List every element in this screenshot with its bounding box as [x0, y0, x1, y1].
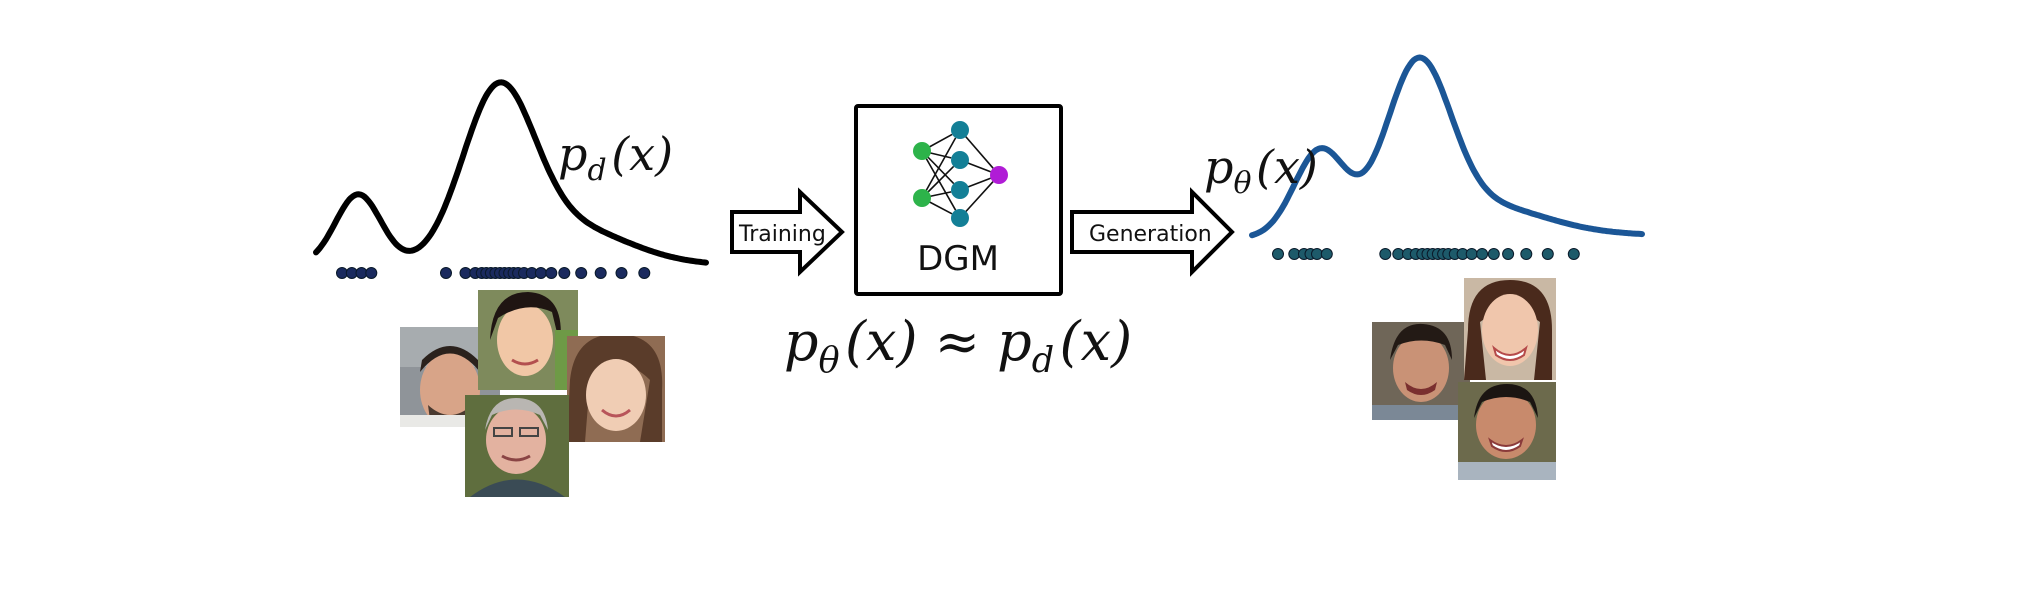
model-sample-point: [1465, 248, 1478, 260]
data-sample-point: [594, 267, 607, 279]
nn-hidden-node: [951, 151, 969, 169]
data-sample-point: [558, 267, 571, 279]
ptheta-label: pθ (x): [1204, 140, 1318, 201]
model-sample-point: [1476, 248, 1489, 260]
model-distribution-panel: pθ (x): [1204, 54, 1645, 260]
face-photo-icon: [1464, 278, 1556, 380]
data-sample-point: [365, 267, 378, 279]
training-label: Training: [738, 222, 826, 247]
nn-hidden-node: [951, 181, 969, 199]
data-sample-point: [615, 267, 628, 279]
face-photo-icon: [567, 336, 665, 442]
approximation-equation: pθ (x) ≈ pd (x): [784, 310, 1132, 381]
data-sample-point: [638, 267, 651, 279]
pd-label: pd (x): [558, 127, 673, 188]
data-sample-point: [575, 267, 588, 279]
data-sample-point: [440, 267, 452, 279]
face-photo-icon: [1458, 382, 1556, 480]
model-sample-point: [1320, 248, 1333, 260]
face-photo-icon: [478, 290, 578, 390]
model-sample-point: [1520, 248, 1533, 260]
model-sample-point: [1379, 248, 1392, 260]
dgm-label: DGM: [917, 239, 999, 279]
face-photo-icon: [465, 395, 569, 497]
model-sample-point: [1272, 248, 1284, 260]
nn-hidden-node: [951, 121, 969, 139]
dgm-model-box: DGM: [854, 104, 1063, 296]
data-face-collage: [400, 290, 665, 497]
data-sample-point: [545, 267, 558, 279]
generation-label: Generation: [1089, 222, 1212, 247]
dgm-box-frame: [854, 104, 1063, 296]
data-distribution-panel: pd (x): [313, 79, 709, 279]
nn-input-node: [913, 189, 931, 207]
nn-hidden-node: [951, 209, 969, 227]
model-sample-point: [1541, 248, 1554, 260]
data-samples: [336, 267, 651, 279]
data-density-curve: [313, 79, 709, 266]
nn-output-node: [990, 166, 1008, 184]
generation-arrow: Generation: [1070, 187, 1235, 277]
generated-face-collage: [1372, 278, 1556, 480]
model-sample-point: [1487, 248, 1500, 260]
model-density-curve: [1249, 54, 1645, 239]
training-arrow: Training: [730, 187, 845, 277]
neural-network-icon: [913, 121, 1008, 227]
model-samples: [1272, 248, 1580, 260]
nn-connection: [921, 137, 957, 199]
model-sample-point: [1502, 248, 1515, 260]
nn-input-node: [913, 142, 931, 160]
face-photo-icon: [1372, 322, 1470, 420]
model-sample-point: [1567, 248, 1580, 260]
data-sample-point: [534, 267, 547, 279]
